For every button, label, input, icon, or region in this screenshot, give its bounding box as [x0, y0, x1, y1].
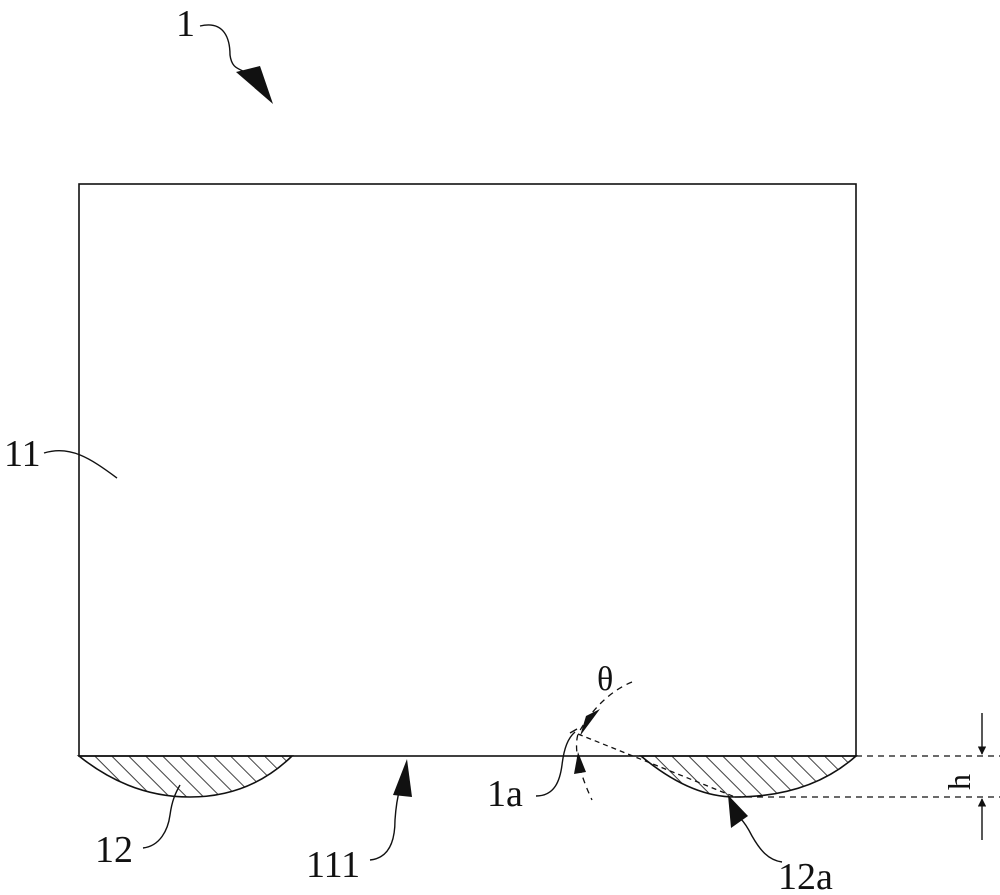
leader-body — [43, 449, 118, 479]
angle-arc — [575, 681, 633, 801]
label-assembly: 1 — [176, 3, 195, 45]
label-left-lens: 12 — [95, 829, 133, 871]
label-angle: θ — [597, 661, 613, 698]
leader-right-lens-edge — [739, 817, 783, 863]
label-bottom-surface: 111 — [306, 844, 360, 886]
label-right-lens-edge: 12a — [778, 856, 833, 895]
angle-arrow-lower — [574, 752, 586, 774]
leader-bottom-surface — [369, 787, 401, 861]
right-lens-segment — [638, 755, 859, 798]
leader-assembly — [199, 24, 249, 75]
reference-tick — [569, 728, 578, 734]
leader-reference-point — [535, 731, 576, 797]
leader-left-lens — [142, 784, 181, 849]
angle-arrow-upper — [580, 709, 600, 736]
arrowhead-bottom-surface — [393, 759, 412, 797]
label-reference-point: 1a — [487, 773, 523, 815]
arrowhead-right-lens-edge — [728, 795, 748, 828]
label-height: h — [941, 774, 977, 790]
tangent-line — [577, 733, 736, 798]
left-lens-segment — [76, 755, 294, 798]
arrowhead-assembly — [236, 66, 273, 104]
main-body — [78, 183, 857, 757]
label-body: 11 — [4, 433, 41, 475]
